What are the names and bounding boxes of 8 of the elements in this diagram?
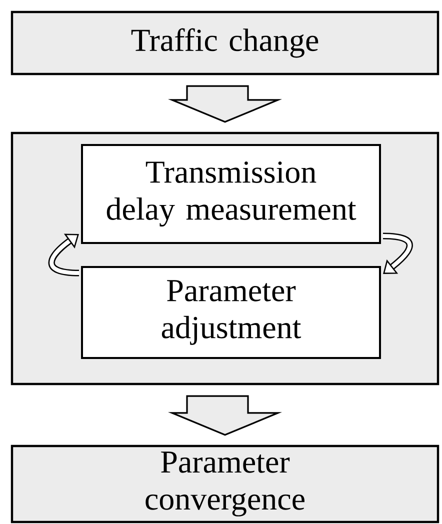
process-box: Traffic change [10, 10, 440, 76]
block-arrow [168, 85, 282, 123]
process-box: Transmission delay measurement [81, 144, 381, 244]
process-box: Parameter convergence [10, 444, 440, 524]
block-arrow [168, 395, 282, 436]
curved-arrow [382, 232, 413, 274]
curved-arrow [48, 234, 80, 276]
process-box: Parameter adjustment [81, 266, 381, 359]
